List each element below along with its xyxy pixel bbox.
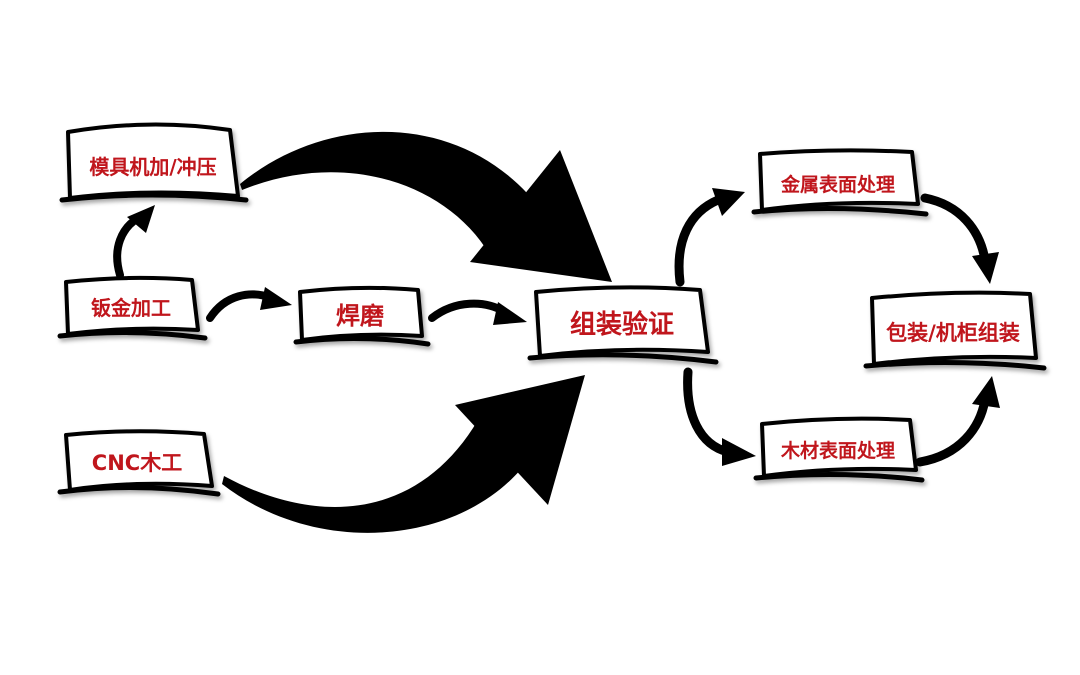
node-mold: 模具机加/冲压	[59, 122, 249, 203]
node-weld-grind-label: 焊磨	[336, 302, 384, 330]
arrow-assembly-to-metal	[674, 188, 745, 287]
node-wood-finish-label: 木材表面处理	[780, 439, 895, 462]
arrow-metal-to-pack	[920, 193, 999, 284]
arrow-cnc-to-assembly	[222, 375, 585, 533]
node-weld-grind: 焊磨	[293, 285, 431, 347]
node-mold-label: 模具机加/冲压	[89, 155, 216, 179]
node-cnc-wood: CNC木工	[57, 429, 221, 497]
node-metal-finish: 金属表面处理	[751, 148, 929, 217]
arrow-assembly-to-wood	[683, 367, 756, 466]
node-sheet-metal: 钣金加工	[57, 275, 208, 341]
node-wood-finish: 木材表面处理	[753, 416, 925, 483]
node-cnc-wood-label: CNC木工	[92, 451, 182, 475]
arrow-weld-to-assembly	[428, 299, 527, 325]
arrow-mold-to-assembly	[240, 131, 612, 282]
node-pack-cabinet-label: 包装/机柜组装	[886, 321, 1020, 345]
arrow-sheetmetal-to-mold	[113, 205, 155, 279]
node-pack-cabinet: 包装/机柜组装	[863, 290, 1047, 371]
node-assembly-verify-label: 组装验证	[570, 309, 674, 340]
node-assembly-verify: 组装验证	[527, 285, 719, 365]
node-sheet-metal-label: 钣金加工	[91, 296, 171, 320]
arrow-wood-to-pack	[915, 376, 1000, 467]
node-metal-finish-label: 金属表面处理	[780, 173, 895, 196]
arrow-sheetmetal-to-weld	[206, 287, 292, 322]
